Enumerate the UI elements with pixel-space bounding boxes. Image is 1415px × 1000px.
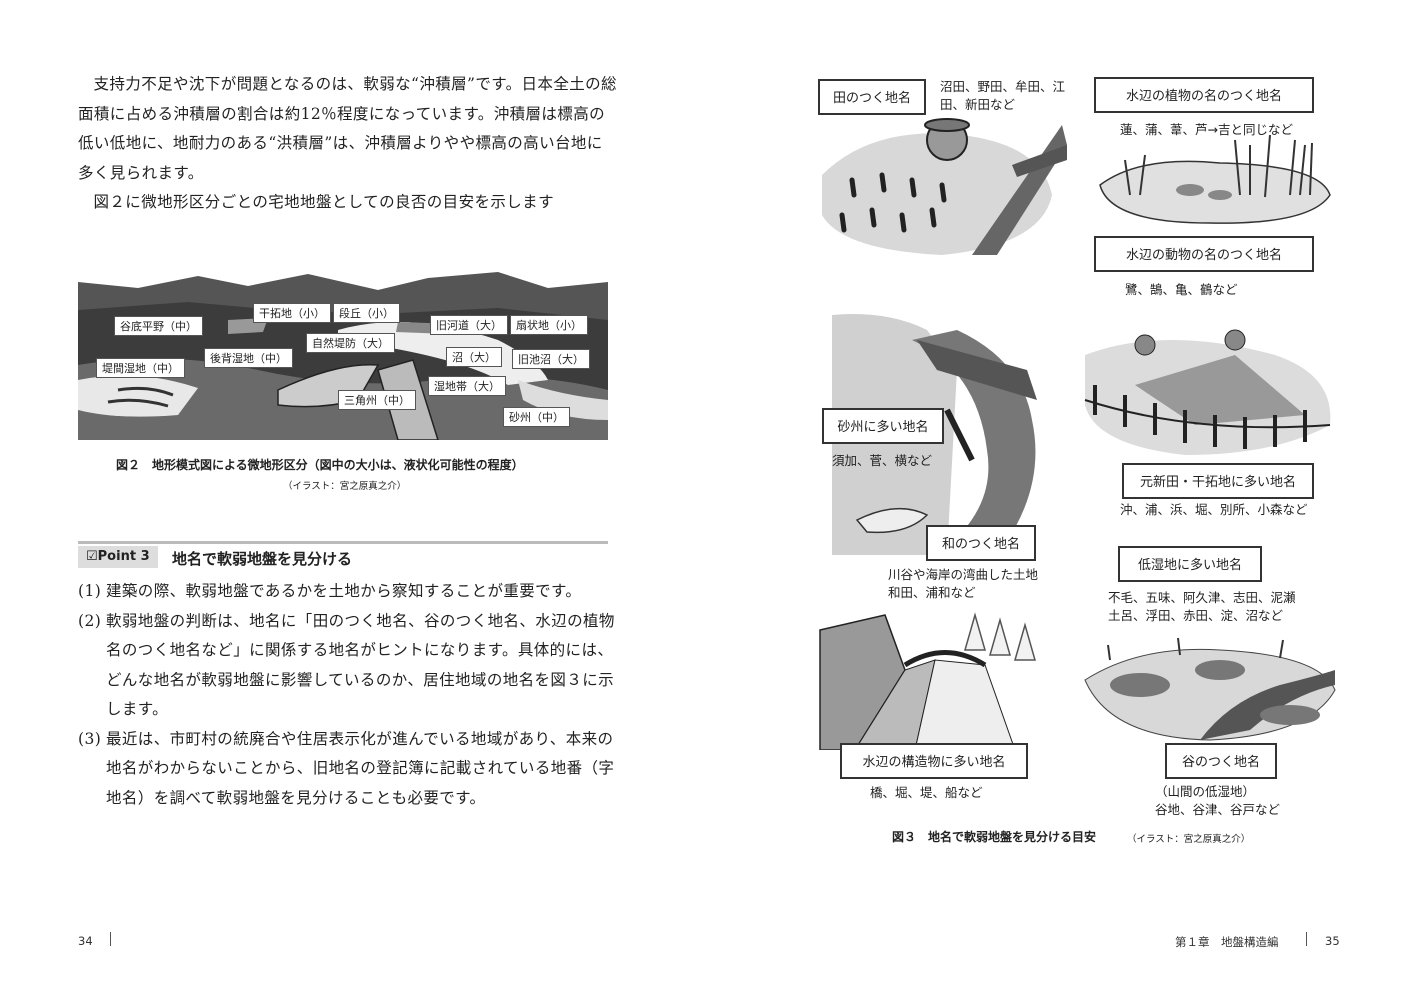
reclaimed-land-illustration bbox=[1084, 329, 1331, 455]
list-item-number: (1) bbox=[78, 582, 102, 600]
box-shinden-chimei: 元新田・干拓地に多い地名 bbox=[1122, 463, 1314, 499]
names-tani-chimei: （山間の低湿地） 谷地、谷津、谷戸など bbox=[1155, 784, 1281, 817]
right-page-number: 35 bbox=[1325, 934, 1340, 948]
label-dankyu: 段丘（小） bbox=[333, 303, 400, 323]
label-senjochi: 扇状地（小） bbox=[510, 315, 588, 335]
names-kozo-chimei: 橋、堀、堤、船など bbox=[870, 785, 983, 800]
point-title: 地名で軟弱地盤を見分ける bbox=[172, 550, 353, 568]
label-numa: 沼（大） bbox=[446, 347, 502, 367]
list-item: (1) 建築の際、軟弱地盤であるかを土地から察知することが重要です。 bbox=[78, 577, 618, 607]
label-teikan-shicchi: 堤間湿地（中） bbox=[96, 358, 185, 378]
label-shicchitai: 湿地帯（大） bbox=[428, 376, 506, 396]
figure-2-credit: （イラスト：宮之原真之介） bbox=[283, 481, 407, 492]
right-folio-divider bbox=[1306, 932, 1307, 946]
box-tani-chimei: 谷のつく地名 bbox=[1165, 743, 1277, 779]
point-divider bbox=[78, 541, 608, 544]
names-animal-chimei: 鷺、鵠、亀、鶴など bbox=[1125, 282, 1238, 297]
point-badge: ☑Point 3 bbox=[78, 546, 158, 568]
wetland-valley-illustration bbox=[1084, 637, 1336, 741]
names-wa-chimei: 川谷や海岸の湾曲した土地 和田、浦和など bbox=[888, 567, 1039, 600]
figure-3-credit: （イラスト：宮之原真之介） bbox=[1127, 834, 1251, 845]
label-kyu-chisho: 旧池沼（大） bbox=[512, 349, 590, 369]
list-item-text: 軟弱地盤の判断は、地名に「田のつく地名、谷のつく地名、水辺の植物名のつく地名など… bbox=[106, 611, 615, 719]
label-kokutei-heiya: 谷底平野（中） bbox=[114, 316, 203, 336]
figure-2-caption: 図２ 地形模式図による微地形区分（図中の大小は、液状化可能性の程度） bbox=[116, 458, 524, 472]
rice-field-illustration bbox=[822, 118, 1067, 255]
list-item-text: 最近は、市町村の統廃合や住居表示化が進んでいる地域があり、本来の地名がわからない… bbox=[106, 729, 615, 807]
box-kozo-chimei: 水辺の構造物に多い地名 bbox=[840, 743, 1028, 779]
box-animal-chimei: 水辺の動物の名のつく地名 bbox=[1094, 236, 1314, 272]
names-teishitsu-chimei: 不毛、五味、阿久津、志田、泥瀬 土呂、浮田、赤田、淀、沼など bbox=[1108, 590, 1296, 623]
list-item: (2) 軟弱地盤の判断は、地名に「田のつく地名、谷のつく地名、水辺の植物名のつく… bbox=[78, 607, 618, 725]
names-plant-chimei: 蓮、蒲、葦、芦→吉と同じなど bbox=[1120, 122, 1293, 137]
label-sankakusu: 三角州（中） bbox=[338, 390, 416, 410]
box-teishitsu-chimei: 低湿地に多い地名 bbox=[1118, 546, 1262, 582]
box-ta-chimei: 田のつく地名 bbox=[818, 79, 926, 115]
pond-plants-illustration bbox=[1099, 135, 1331, 224]
list-item-text: 建築の際、軟弱地盤であるかを土地から察知することが重要です。 bbox=[106, 582, 582, 600]
chapter-title: 第１章 地盤構造編 bbox=[1175, 935, 1279, 949]
point-list: (1) 建築の際、軟弱地盤であるかを土地から察知することが重要です。 (2) 軟… bbox=[78, 577, 618, 813]
list-item: (3) 最近は、市町村の統廃合や住居表示化が進んでいる地域があり、本来の地名がわ… bbox=[78, 725, 618, 814]
label-kohai-shicchi: 後背湿地（中） bbox=[204, 348, 293, 368]
waterside-structures-illustration bbox=[819, 612, 1036, 750]
box-plant-chimei: 水辺の植物の名のつく地名 bbox=[1094, 77, 1314, 113]
intro-text: 支持力不足や沈下が問題となるのは、軟弱な“沖積層”です。日本全土の総面積に占める… bbox=[78, 70, 618, 218]
names-sasu-chimei: 須加、菅、横など bbox=[832, 453, 933, 468]
box-wa-chimei: 和のつく地名 bbox=[926, 525, 1036, 561]
intro-paragraph-2: 図２に微地形区分ごとの宅地地盤としての良否の目安を示します bbox=[93, 193, 554, 211]
label-kyu-kado: 旧河道（大） bbox=[430, 315, 508, 335]
list-item-number: (2) bbox=[78, 611, 102, 630]
left-folio-divider bbox=[110, 932, 111, 946]
label-kantakuchi: 干拓地（小） bbox=[253, 303, 331, 323]
figure-2-landform-illustration: 谷底平野（中） 堤間湿地（中） 干拓地（小） 段丘（小） 後背湿地（中） 自然堤… bbox=[78, 270, 608, 440]
label-sasu: 砂州（中） bbox=[503, 407, 570, 427]
names-ta-chimei: 沼田、野田、牟田、江田、新田など bbox=[940, 79, 1066, 112]
left-page-number: 34 bbox=[78, 934, 93, 948]
list-item-number: (3) bbox=[78, 729, 102, 748]
names-shinden-chimei: 沖、浦、浜、堀、別所、小森など bbox=[1120, 502, 1308, 517]
intro-paragraph-1: 支持力不足や沈下が問題となるのは、軟弱な“沖積層”です。日本全土の総面積に占める… bbox=[78, 75, 617, 182]
label-shizen-teibo: 自然堤防（大） bbox=[306, 333, 395, 353]
box-sasu-chimei: 砂州に多い地名 bbox=[822, 408, 944, 444]
figure-3-caption: 図３ 地名で軟弱地盤を見分ける目安 bbox=[892, 830, 1097, 844]
